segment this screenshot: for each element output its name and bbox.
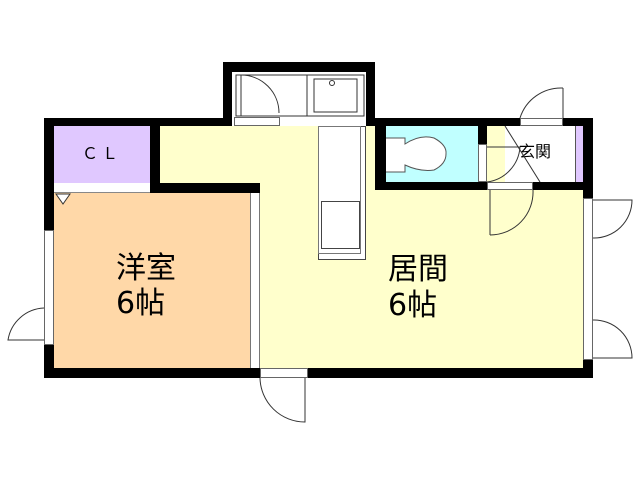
entrance-floor-step — [487, 126, 505, 182]
wall-toilet-bottom — [375, 182, 487, 190]
toilet-door-swing-icon — [486, 146, 521, 183]
closet-door-strip — [54, 183, 150, 193]
living-room-floor-main — [250, 190, 590, 368]
entrance-door-swing-icon — [519, 87, 564, 119]
wall-bath-top — [223, 62, 375, 72]
closet-label: ＣＬ — [81, 144, 122, 163]
wash-basin-icon — [313, 78, 358, 113]
wall-bottom-left — [44, 368, 260, 378]
wall-entrance-bottom — [533, 182, 593, 190]
stove-icon — [321, 201, 360, 249]
western-room-partition — [250, 193, 260, 368]
wall-top-right — [375, 118, 520, 126]
wall-left-top — [44, 118, 54, 230]
window-east — [583, 198, 593, 360]
door-opening-south — [260, 368, 308, 378]
wall-toilet-right — [478, 126, 487, 144]
bath-door-swing-icon — [240, 74, 280, 114]
closet-room: ＣＬ — [54, 126, 150, 183]
east-window-swing-top-icon — [592, 199, 633, 239]
west-window-swing-icon — [7, 307, 45, 341]
wall-toilet-left — [375, 118, 386, 190]
toilet-door-jamb — [478, 144, 487, 182]
wall-top-right-end — [563, 118, 593, 126]
wall-bottom-right — [308, 368, 593, 378]
entrance-shelf — [575, 126, 583, 182]
bathtub-outline-icon — [235, 74, 365, 117]
western-room: 洋室 6帖 — [54, 193, 250, 368]
wall-closet-bottom — [150, 183, 260, 193]
door-opening-toilet — [487, 182, 533, 190]
bath-room — [232, 72, 366, 118]
south-door-swing-icon — [259, 377, 306, 423]
wall-closet-right — [150, 118, 160, 193]
toilet-icon — [386, 136, 447, 173]
western-room-name: 洋室 — [116, 251, 176, 286]
kitchen-counter-inner — [318, 126, 361, 254]
wall-bath-right — [366, 62, 375, 126]
wall-left-bottom — [44, 345, 54, 378]
wall-right — [583, 118, 593, 198]
east-window-swing-bottom-icon — [592, 319, 633, 359]
wall-top-closet — [44, 118, 230, 126]
entrance-label: 玄関 — [519, 142, 552, 161]
door-opening-entrance — [520, 118, 563, 126]
living-room-size: 6帖 — [388, 288, 438, 323]
living-door-swing-icon — [489, 189, 534, 236]
door-opening-bath — [234, 117, 280, 126]
wall-bath-left — [223, 62, 232, 126]
western-room-size: 6帖 — [116, 286, 166, 321]
drain-icon — [329, 80, 335, 86]
entrance-step-line — [504, 125, 541, 183]
window-west — [44, 230, 54, 345]
living-room-name: 居間 — [388, 252, 448, 287]
closet-marker-icon — [55, 193, 71, 205]
entrance-area: 玄関 — [505, 126, 575, 182]
